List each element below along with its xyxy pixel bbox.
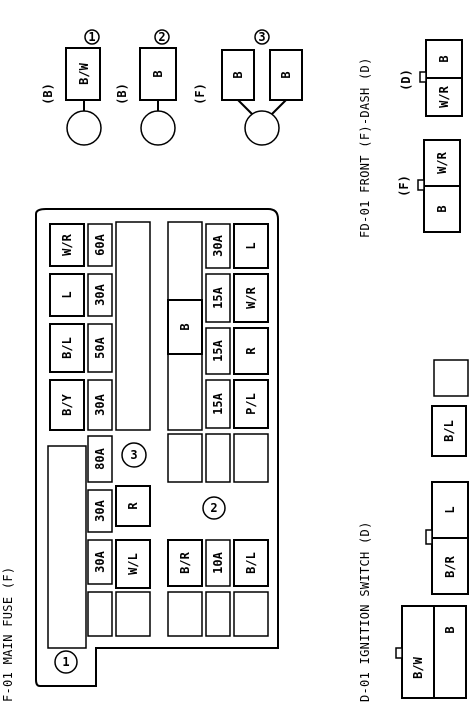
fuse-30a-by: 30A: [93, 393, 107, 415]
callout-2-top: [154, 29, 170, 45]
ignition-connector-a: B/W B: [395, 605, 467, 699]
ignition-b-wire-br: B/R: [443, 555, 457, 577]
fd-front-wire-b: B: [435, 205, 449, 212]
fd-dash-wire-b: B: [437, 55, 451, 62]
fuse-wire-l: [49, 273, 85, 317]
terminal-1-ring: [66, 110, 102, 146]
fuse-center-b-label: B: [178, 323, 192, 330]
ignition-a-wire-bw: B/W: [411, 656, 425, 678]
terminal-3-side: (F): [193, 83, 207, 105]
fuse-60a: 60A: [93, 233, 107, 255]
fd-front-connector: W/R B (F): [397, 139, 461, 233]
fuse-wire-by-label: B/Y: [60, 393, 74, 415]
terminal-3-wire-right: B: [279, 71, 293, 78]
fuse-30a-mid-2: 30A: [93, 550, 107, 572]
main-fuse-title: F-01 MAIN FUSE (F): [1, 567, 15, 702]
fuse-wire-wr-right: [233, 273, 269, 323]
fd-side-d: (D): [399, 69, 413, 91]
ignition-c-body: [431, 405, 467, 457]
fuse-box-outline: [35, 208, 279, 687]
fuse-wire-bl-bottom: [233, 539, 269, 587]
callout-2-box: [202, 496, 226, 520]
ignition-switch-title: D-01 IGNITION SWITCH (D): [358, 521, 372, 702]
fuse-80a: 80A: [93, 447, 107, 469]
fuse-wire-r-right-label: R: [244, 347, 258, 355]
bus-bar-top: [115, 221, 151, 431]
bus-strip-left: [47, 445, 87, 649]
fuse-30a-top: 30A: [93, 283, 107, 305]
fuse-30a-right: 30A: [211, 234, 225, 256]
callout-1-top: [84, 29, 100, 45]
terminal-2-connector: [139, 47, 177, 101]
callout-2-top-label: 2: [158, 30, 165, 44]
fuse-wire-br: [167, 539, 203, 587]
fuse-wire-l-right: [233, 223, 269, 269]
fuse-wire-l-label: L: [60, 291, 74, 298]
callout-3-box-label: 3: [130, 448, 137, 462]
callout-3-top: [254, 29, 270, 45]
fd-dash-wire-wr: W/R: [437, 85, 451, 107]
terminal-2-wire: B: [151, 70, 165, 77]
fuse-15a-2: 15A: [211, 339, 225, 361]
terminal-3-wire-left: B: [231, 71, 245, 78]
fuse-wire-by: [49, 379, 85, 431]
callout-1-top-label: 1: [88, 30, 95, 44]
fd-dash-connector: B W/R (D): [399, 39, 463, 117]
terminal-2: B (B) 2: [115, 29, 177, 146]
fuse-wire-r-right: [233, 327, 269, 375]
fuse-wire-l-right-label: L: [244, 242, 258, 249]
fd-front-wire-wr: W/R: [435, 151, 449, 173]
fuse-10a: 10A: [211, 551, 225, 573]
fuse-center-b: [167, 299, 203, 355]
terminal-2-side: (B): [115, 83, 129, 105]
terminal-1-side: (B): [41, 83, 55, 105]
fuse-wire-wr: [49, 223, 85, 267]
terminal-2-ring: [140, 110, 176, 146]
ignition-c-wire-bl: B/L: [442, 420, 456, 442]
callout-3-top-label: 3: [258, 30, 265, 44]
terminal-1-connector: [65, 47, 101, 101]
terminal-3-connector-right: [269, 49, 303, 101]
callout-1-box-label: 1: [62, 655, 69, 669]
fuse-wire-pl-label: P/L: [244, 393, 258, 415]
fuse-15a-1: 15A: [211, 286, 225, 308]
fuse-wire-wr-right-label: W/R: [244, 286, 258, 308]
fuse-wire-bl-bottom-label: B/L: [244, 552, 258, 574]
ignition-connector-c: B/L: [431, 359, 469, 457]
ignition-b-wire-l: L: [443, 506, 457, 513]
terminal-3-connector-left: [221, 49, 255, 101]
terminal-3-ring: [244, 110, 280, 146]
terminal-1-wire: B/W: [77, 62, 91, 84]
fuse-50a: 50A: [93, 336, 107, 358]
main-fuse-box: 1 W/R L B/L B/Y 60A 30A 50A 30A 80A 3 30…: [35, 208, 279, 687]
ignition-c-plug: [433, 359, 469, 397]
callout-1-box: [54, 650, 78, 674]
fuse-wire-bl: [49, 323, 85, 373]
fuse-wire-wr-label: W/R: [60, 233, 74, 255]
fd-side-f: (F): [397, 175, 411, 197]
ignition-a-wire-b: B: [443, 626, 457, 633]
empty-slot-mid: [115, 591, 151, 637]
fuse-wire-br-label: B/R: [178, 551, 192, 573]
callout-2-box-label: 2: [210, 501, 217, 515]
fuse-wire-r-label: R: [126, 502, 140, 510]
fuse-wire-pl: [233, 379, 269, 429]
fuse-wire-wl-label: W/L: [126, 553, 140, 575]
fuse-wire-wl: [115, 539, 151, 589]
fuse-wire-r: [115, 485, 151, 527]
terminal-3: B B (F) 3: [193, 29, 303, 146]
fuse-wire-bl-label: B/L: [60, 337, 74, 359]
ignition-connector-b: L B/R: [425, 481, 469, 595]
terminal-1: B/W (B) 1: [41, 29, 102, 146]
fuse-30a-mid-1: 30A: [93, 499, 107, 521]
front-dash-title: FD-01 FRONT (F)-DASH (D): [358, 57, 372, 238]
fuse-15a-3: 15A: [211, 392, 225, 414]
callout-3-box: [121, 442, 147, 468]
